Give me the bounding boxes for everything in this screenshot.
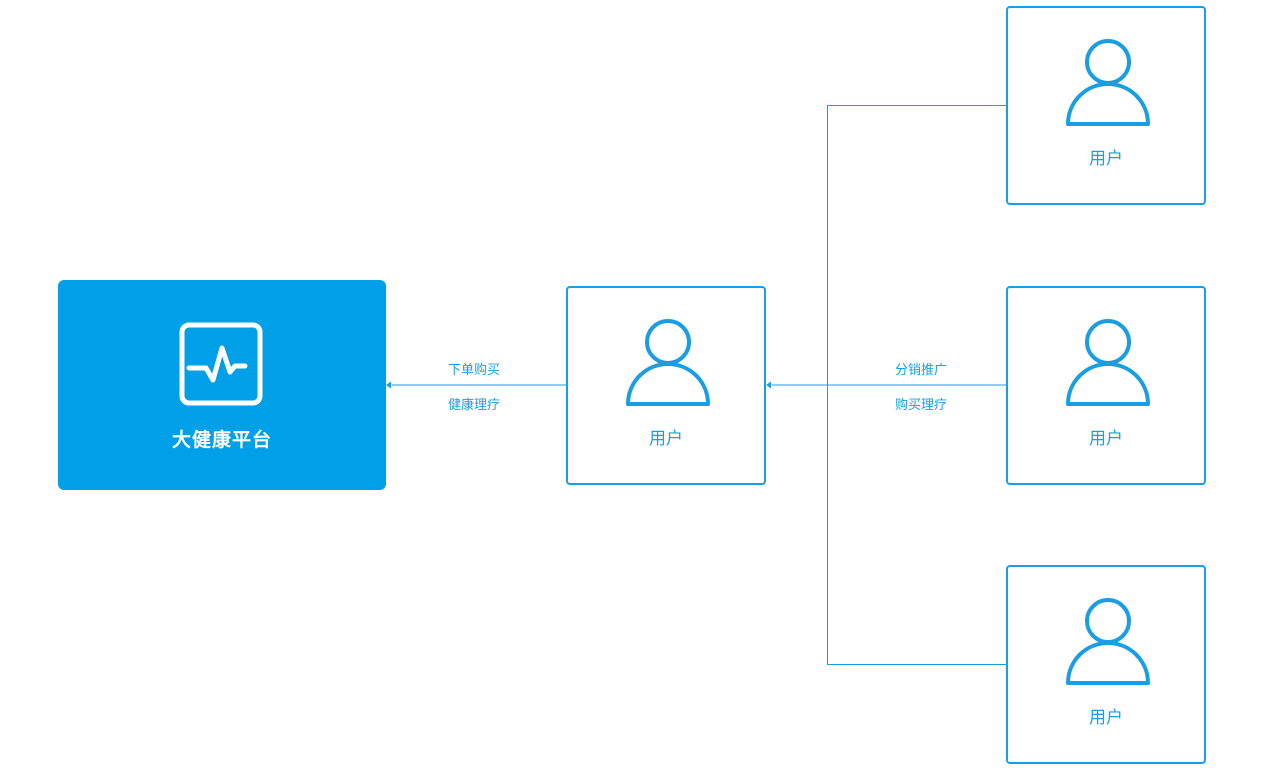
- pulse-monitor-icon: [179, 322, 263, 406]
- right-user-label: 用户: [1089, 708, 1123, 728]
- user-icon: [1066, 39, 1150, 126]
- center-user-node: 用户: [566, 286, 766, 485]
- arrow-to-user-icon: [766, 381, 771, 389]
- edge-label-order: 下单购买: [448, 363, 501, 378]
- user-icon: [1066, 598, 1150, 685]
- right-user-label: 用户: [1089, 149, 1123, 169]
- user-icon: [626, 319, 710, 406]
- right-user-node-top: 用户: [1006, 6, 1206, 205]
- platform-node: 大健康平台: [58, 280, 386, 490]
- right-user-node-middle: 用户: [1006, 286, 1206, 485]
- user-icon: [1066, 319, 1150, 406]
- right-user-label: 用户: [1089, 429, 1123, 449]
- edge-label-purchase: 购买理疗: [895, 398, 948, 413]
- center-user-label: 用户: [649, 429, 683, 449]
- edge-label-therapy: 健康理疗: [448, 398, 501, 413]
- right-user-node-bottom: 用户: [1006, 565, 1206, 764]
- platform-label: 大健康平台: [171, 429, 272, 451]
- arrow-to-platform-icon: [386, 381, 391, 389]
- edge-label-distribution: 分销推广: [895, 363, 948, 378]
